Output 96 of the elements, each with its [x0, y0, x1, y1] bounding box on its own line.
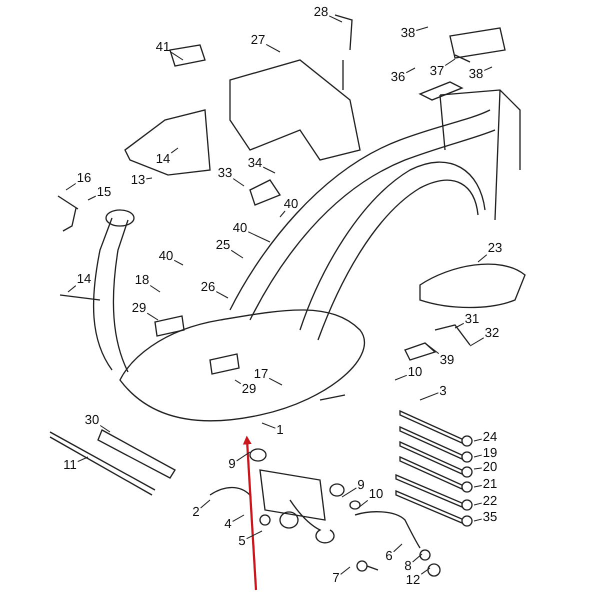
callout-number: 3	[439, 384, 447, 398]
callout-number: 9	[357, 478, 365, 492]
leader-line	[474, 468, 482, 470]
leader-line	[146, 312, 158, 320]
callout-number: 12	[406, 573, 420, 587]
leader-line	[280, 210, 286, 218]
leader-line	[478, 254, 488, 262]
callout-number: 36	[390, 70, 406, 84]
leader-line	[146, 178, 152, 180]
leader-line	[88, 196, 96, 200]
leader-line	[170, 148, 178, 154]
leader-line	[342, 487, 357, 498]
leader-line	[236, 452, 250, 462]
leader-line	[393, 544, 402, 552]
leader-line	[340, 566, 350, 575]
callout-number: 6	[385, 549, 393, 563]
leader-line	[234, 380, 242, 384]
leader-line	[424, 342, 440, 354]
callout-number: 29	[132, 301, 146, 315]
callout-number: 40	[284, 197, 298, 211]
callout-number: 26	[200, 280, 216, 294]
leader-line	[328, 15, 342, 22]
leader-line	[358, 500, 368, 508]
callout-number: 23	[488, 241, 502, 255]
leader-line	[200, 500, 210, 509]
callout-number: 32	[484, 326, 500, 340]
leader-line	[174, 260, 184, 266]
leader-line	[170, 52, 184, 60]
callout-number: 19	[482, 446, 498, 460]
callout-number: 35	[482, 510, 498, 524]
leader-line	[248, 231, 270, 242]
leader-line	[230, 250, 244, 258]
callout-number: 38	[400, 26, 416, 40]
leader-line	[484, 66, 492, 71]
callout-number: 30	[84, 413, 100, 427]
leader-line	[246, 530, 262, 540]
callout-number: 16	[76, 171, 92, 185]
leader-line	[68, 285, 76, 292]
callout-number: 11	[63, 458, 77, 472]
callout-number: 10	[368, 487, 384, 501]
leader-line	[66, 183, 76, 190]
callout-number: 40	[158, 249, 174, 263]
leader-line	[100, 425, 110, 432]
leader-line	[416, 26, 428, 32]
callout-number: 14	[156, 152, 170, 166]
leader-line	[454, 322, 464, 328]
leader-line	[474, 518, 482, 522]
callout-number: 7	[332, 571, 340, 585]
callout-number: 40	[232, 221, 248, 235]
callout-number: 37	[430, 64, 444, 78]
callout-number: 5	[238, 534, 246, 548]
callout-number: 9	[228, 457, 236, 471]
callout-number: 18	[134, 273, 150, 287]
leader-line	[444, 58, 456, 66]
leader-line	[266, 44, 280, 52]
leader-line	[216, 291, 228, 298]
leader-line	[268, 378, 282, 386]
callout-number: 17	[254, 367, 268, 381]
callout-number: 4	[224, 517, 232, 531]
leader-line	[406, 68, 416, 74]
callout-number: 13	[130, 173, 146, 187]
callout-number: 8	[404, 559, 412, 573]
leader-line	[412, 554, 422, 563]
callout-number: 21	[482, 477, 498, 491]
callout-number: 28	[314, 5, 328, 19]
callout-number: 20	[482, 460, 498, 474]
callout-number: 31	[464, 312, 480, 326]
leader-line	[394, 374, 408, 380]
leader-line	[232, 178, 244, 186]
callout-number: 15	[96, 185, 112, 199]
leader-line	[474, 502, 482, 506]
callout-number: 1	[276, 423, 284, 437]
leader-line	[150, 285, 160, 292]
leader-line	[420, 392, 439, 400]
callout-number: 34	[248, 156, 262, 170]
leader-line	[474, 454, 482, 458]
leader-line	[470, 337, 484, 346]
callout-number: 25	[216, 238, 230, 252]
callout-number: 41	[156, 40, 170, 54]
leader-line	[262, 422, 276, 429]
leader-line	[232, 514, 244, 522]
leader-line	[77, 456, 88, 462]
leader-line	[474, 438, 482, 442]
callout-number: 27	[250, 33, 266, 47]
callout-number: 38	[468, 67, 484, 81]
callout-number: 14	[76, 272, 92, 286]
callout-number: 24	[482, 430, 498, 444]
leader-line	[262, 166, 276, 174]
callout-number: 10	[408, 365, 422, 379]
callout-number: 29	[242, 382, 256, 396]
callout-number: 22	[482, 494, 498, 508]
leader-line	[420, 568, 430, 575]
leader-line	[474, 485, 482, 488]
callout-number: 33	[218, 166, 232, 180]
callout-number: 39	[440, 353, 454, 367]
callout-number: 2	[192, 505, 200, 519]
